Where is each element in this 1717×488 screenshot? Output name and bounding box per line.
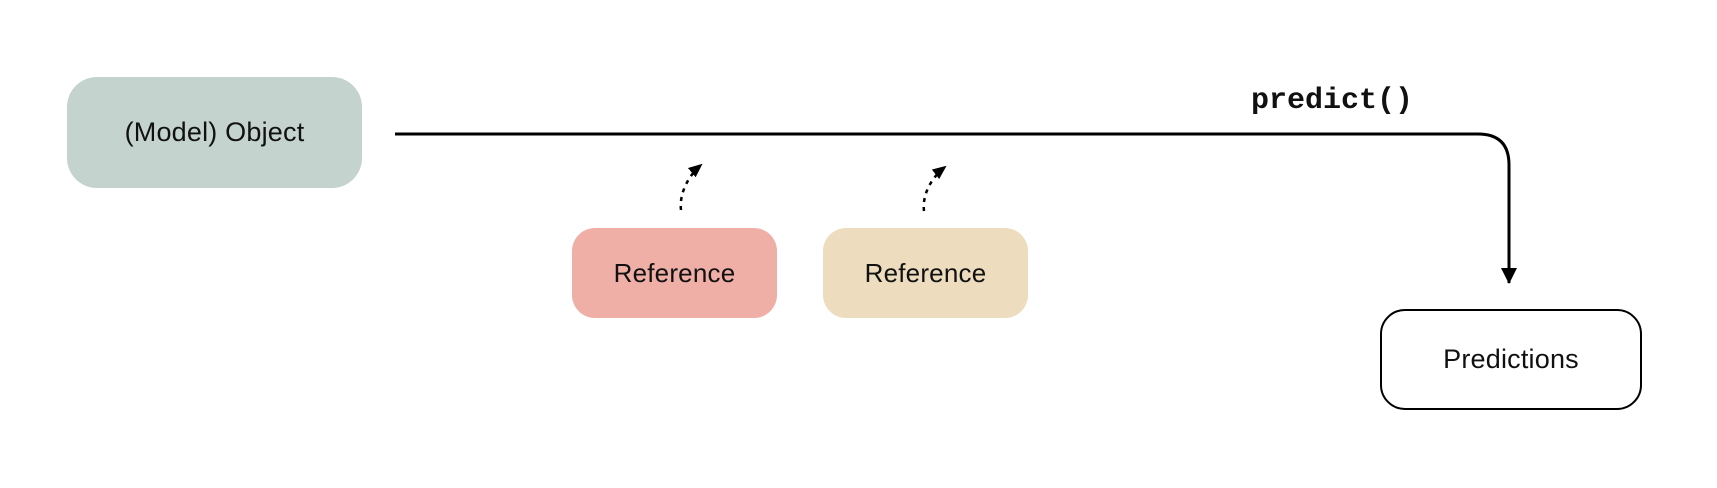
reference-arrow-2: [922, 165, 947, 212]
predictions-node: Predictions: [1380, 309, 1642, 410]
predict-label: predict(): [1251, 84, 1414, 118]
reference-arrow-1: [679, 163, 703, 211]
reference-node-1: Reference: [572, 228, 777, 318]
reference-node-2: Reference: [823, 228, 1028, 318]
model-object-node: (Model) Object: [67, 77, 362, 188]
